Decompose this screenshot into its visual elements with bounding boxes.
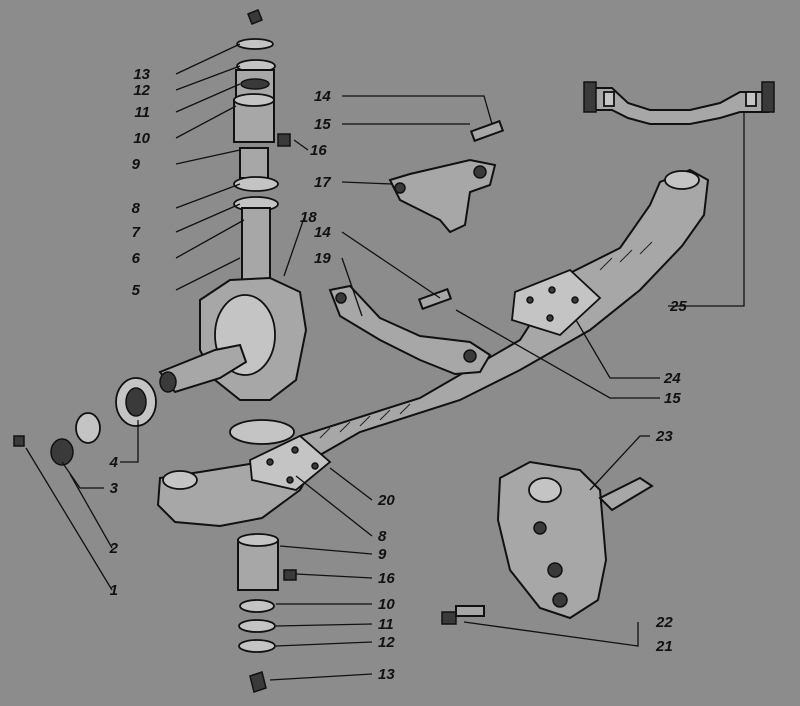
callout-4: 4 [109, 454, 119, 471]
callout-16-lower: 16 [378, 570, 395, 587]
callout-15-upper: 15 [314, 116, 331, 133]
callout-3: 3 [110, 480, 119, 497]
callout-17: 17 [314, 174, 331, 191]
callout-10-upper: 10 [133, 130, 150, 147]
callout-22: 22 [655, 614, 673, 631]
callout-7: 7 [132, 224, 141, 241]
leader-lines [25, 43, 745, 681]
bolt-14-15-lower [417, 287, 453, 311]
bolt-16-upper [277, 133, 291, 147]
callout-2: 2 [109, 540, 119, 557]
king-pin-lower-stack [229, 419, 295, 693]
callout-21: 21 [655, 638, 673, 655]
callout-11-upper: 11 [134, 104, 150, 121]
callout-9-lower: 9 [378, 546, 387, 563]
callout-25: 25 [669, 298, 687, 315]
callout-14-lower: 14 [314, 224, 331, 241]
bolt-16-lower [283, 569, 297, 581]
callout-8-upper: 8 [132, 200, 141, 217]
wheel-bearing [115, 377, 157, 427]
callout-23: 23 [655, 428, 673, 445]
bolt-14-15-upper [469, 119, 505, 143]
front-axle-beam [156, 168, 710, 528]
callout-11-lower: 11 [378, 616, 394, 633]
callout-labels: 13 12 11 10 9 8 7 6 5 16 14 15 17 18 14 … [109, 66, 688, 683]
callout-24: 24 [663, 370, 681, 387]
callout-15-lower: 15 [664, 390, 681, 407]
callout-9-upper: 9 [132, 156, 141, 173]
king-pin-upper-stack [233, 9, 279, 289]
callout-18: 18 [300, 209, 317, 226]
steering-knuckle-left [158, 276, 308, 401]
bolt-head [13, 435, 25, 447]
callout-19: 19 [314, 250, 331, 267]
steering-knuckle-right [496, 460, 654, 620]
washer [75, 412, 101, 444]
callout-16-upper: 16 [310, 142, 327, 159]
callout-12-upper: 12 [133, 82, 150, 99]
callout-12-lower: 12 [378, 634, 395, 651]
steering-lever [388, 158, 497, 234]
callout-20: 20 [377, 492, 395, 509]
callout-8-lower: 8 [378, 528, 387, 545]
steering-arm [328, 284, 492, 376]
axle-schematic [583, 81, 775, 125]
callout-13-upper: 13 [133, 66, 150, 83]
callout-14-upper: 14 [314, 88, 331, 105]
callout-6: 6 [132, 250, 141, 267]
callout-13-lower: 13 [378, 666, 395, 683]
nut [50, 438, 74, 466]
callout-5: 5 [132, 282, 141, 299]
bolt-21-22 [441, 605, 485, 625]
callout-1: 1 [110, 582, 118, 599]
callout-10-lower: 10 [378, 596, 395, 613]
